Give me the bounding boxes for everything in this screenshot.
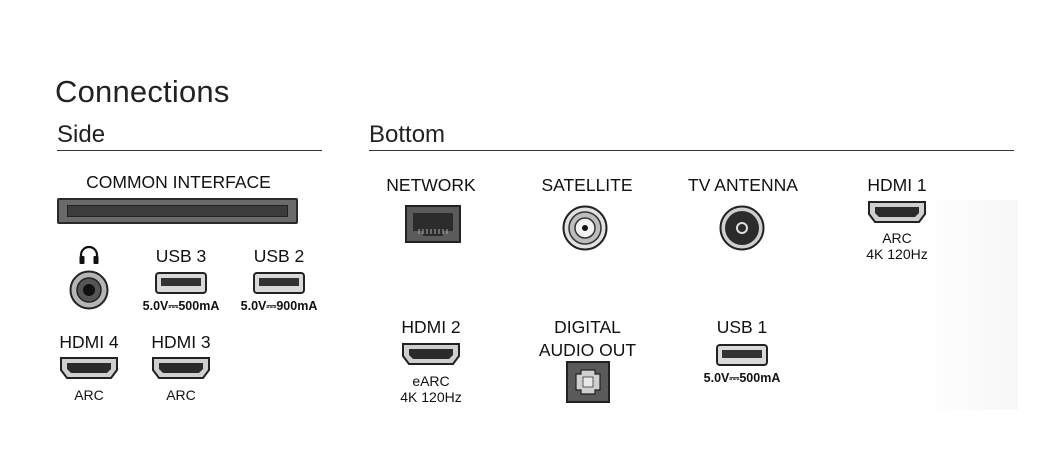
common-interface-label: COMMON INTERFACE: [86, 172, 271, 192]
hdmi2-sub-earc: eARC: [412, 373, 450, 389]
satellite-port: [562, 205, 608, 251]
digital-audio-label-line1: DIGITAL: [554, 317, 621, 337]
usb1-port: [716, 344, 768, 366]
hdmi3-port: [151, 356, 211, 380]
hdmi1-port: [867, 200, 927, 224]
section-bottom-title: Bottom: [369, 121, 446, 148]
side-divider: [57, 150, 322, 151]
hdmi4-label: HDMI 4: [59, 332, 119, 352]
page-title: Connections: [55, 74, 230, 109]
usb3-label: USB 3: [155, 246, 207, 266]
usb3-spec: 5.0V⎓500mA: [142, 299, 220, 313]
bottom-divider: [369, 150, 1014, 151]
digital-audio-label-line2: AUDIO OUT: [538, 340, 637, 360]
usb1-label: USB 1: [716, 317, 768, 337]
network-label: NETWORK: [386, 175, 476, 195]
headphone-jack: [69, 270, 109, 310]
optical-audio-port: [566, 361, 610, 403]
background-shade: [918, 200, 1018, 410]
hdmi2-sub-resolution: 4K 120Hz: [400, 389, 462, 405]
hdmi2-label: HDMI 2: [401, 317, 461, 337]
section-side-title: Side: [57, 121, 106, 148]
network-port: [405, 205, 461, 243]
common-interface-slot: [57, 198, 298, 224]
hdmi3-sub: ARC: [166, 387, 196, 403]
usb2-spec: 5.0V⎓900mA: [240, 299, 318, 313]
hdmi4-port: [59, 356, 119, 380]
tv-antenna-port: [719, 205, 765, 251]
tv-antenna-label: TV ANTENNA: [688, 175, 798, 195]
satellite-label: SATELLITE: [541, 175, 633, 195]
hdmi1-sub-resolution: 4K 120Hz: [866, 246, 928, 262]
hdmi1-label: HDMI 1: [867, 175, 927, 195]
usb2-port: [253, 272, 305, 294]
headphones-icon: [77, 244, 101, 266]
usb2-label: USB 2: [253, 246, 305, 266]
hdmi3-label: HDMI 3: [151, 332, 211, 352]
usb3-port: [155, 272, 207, 294]
usb1-spec: 5.0V⎓500mA: [703, 371, 781, 385]
hdmi4-sub: ARC: [74, 387, 104, 403]
hdmi2-port: [401, 342, 461, 366]
hdmi1-sub-arc: ARC: [882, 230, 912, 246]
